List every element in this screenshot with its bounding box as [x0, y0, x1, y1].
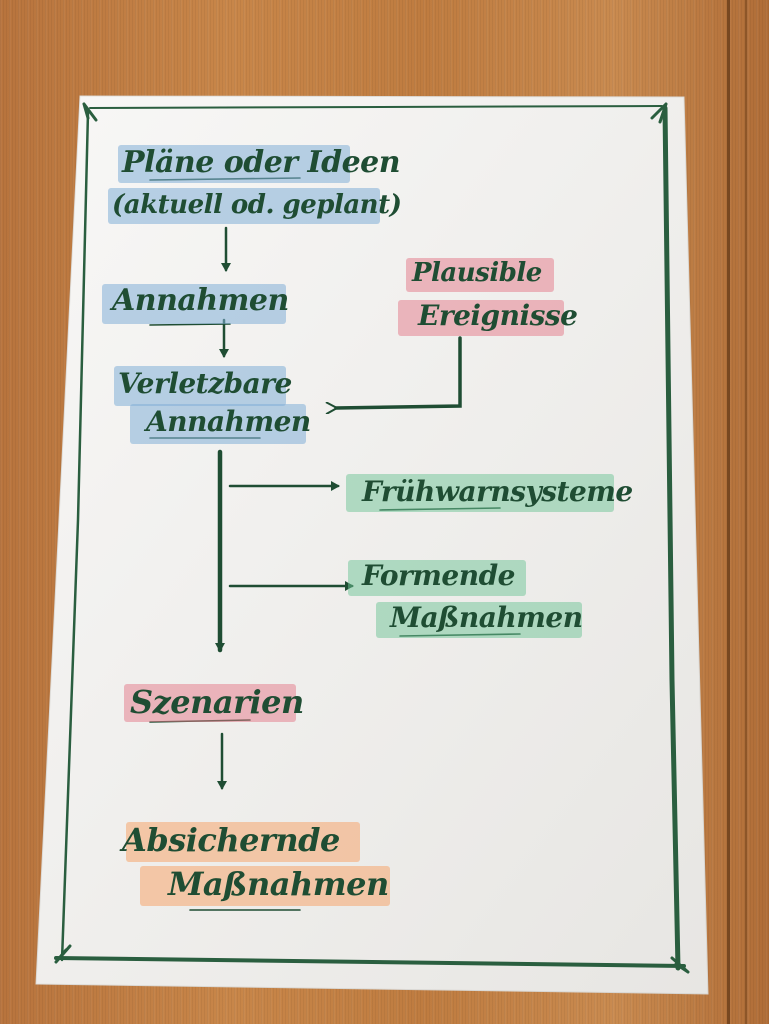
- label-vulnerable-assumptions: Annahmen: [146, 405, 311, 438]
- highlight-scenarios: [124, 684, 296, 722]
- label-shaping-measures: Maßnahmen: [390, 601, 583, 634]
- highlight-hedging: [126, 822, 360, 862]
- highlight-plans-2: [108, 188, 380, 224]
- label-vulnerable: Verletzbare: [118, 367, 292, 400]
- highlight-hedging-2: [140, 866, 390, 906]
- highlight-early-warning: [346, 474, 614, 512]
- highlight-assumptions: [102, 284, 286, 324]
- flow-arrows: [215, 226, 462, 790]
- highlight-shaping: [348, 560, 526, 596]
- highlight-vulnerable: [114, 366, 286, 406]
- frame-border: [54, 102, 690, 974]
- highlight-vulnerable-2: [130, 404, 306, 444]
- label-scenarios: Szenarien: [130, 683, 304, 721]
- wall-panel-seam: [727, 0, 730, 1024]
- label-hedging: Absichernde: [122, 821, 340, 859]
- label-plans-status: (aktuell od. geplant): [112, 190, 402, 220]
- label-events: Ereignisse: [418, 299, 578, 332]
- label-early-warning: Frühwarnsysteme: [362, 475, 633, 508]
- highlight-plans: [118, 145, 350, 183]
- label-hedging-measures: Maßnahmen: [168, 865, 389, 903]
- highlight-plausible: [406, 258, 554, 292]
- label-plausible: Plausible: [412, 258, 542, 288]
- wall-panel-seam: [745, 0, 747, 1024]
- highlight-shaping-2: [376, 602, 582, 638]
- label-assumptions: Annahmen: [112, 283, 289, 318]
- highlight-plausible-2: [398, 300, 564, 336]
- label-shaping: Formende: [362, 559, 515, 592]
- label-plans: Pläne oder Ideen: [122, 145, 401, 180]
- arrow-events-to-vulnerable: [336, 336, 462, 408]
